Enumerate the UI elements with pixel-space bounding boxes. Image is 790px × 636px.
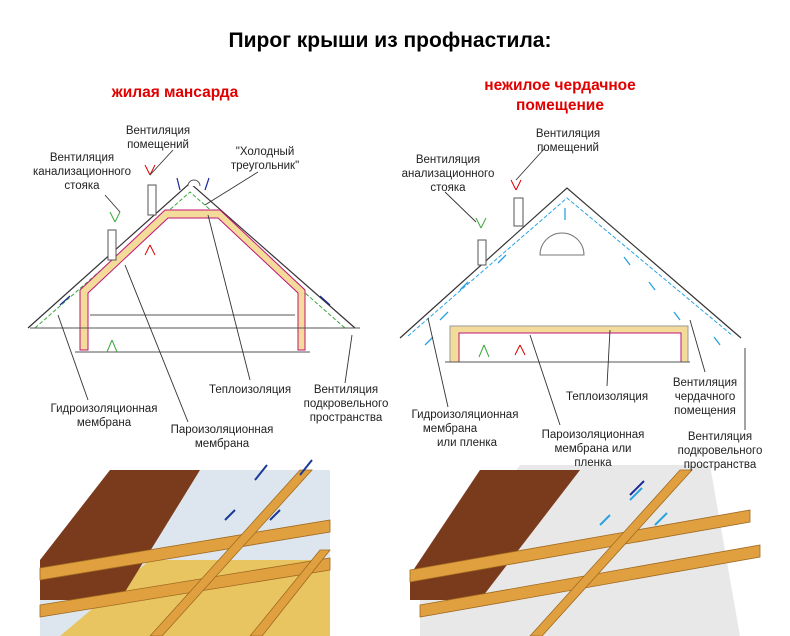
label-cold-triangle-l1: "Холодный	[236, 146, 295, 158]
label-sewer-vent-l2: анализационного	[402, 168, 495, 180]
right-subtitle-line1: нежилое чердачное	[484, 77, 636, 94]
label-attic-vent-l1: Вентиляция	[673, 377, 737, 389]
airflow-arrows	[59, 177, 331, 306]
label-sewer-vent-l3: стояка	[64, 180, 100, 192]
label-attic-vent-l2: чердачного	[675, 391, 735, 403]
label-room-vent-l2: помещений	[537, 142, 599, 154]
label-room-vent-l1: Вентиляция	[126, 125, 190, 137]
label-underroof-vent-l1: Вентиляция	[314, 384, 378, 396]
left-labels: Вентиляция помещений Вентиляция канализа…	[33, 125, 388, 450]
label-underroof-vent-l3: пространства	[684, 459, 757, 471]
label-sewer-vent-l1: Вентиляция	[416, 154, 480, 166]
dormer-vent	[539, 232, 585, 256]
label-cold-triangle-l2: треугольник"	[231, 160, 299, 172]
label-vapor-l2: мембрана или	[555, 443, 632, 455]
label-underroof-vent-l2: подкровельного	[678, 445, 763, 457]
label-waterproof-l1: Гидроизоляционная	[412, 409, 519, 421]
label-vapor-l3: пленка	[574, 457, 612, 469]
label-waterproof-l3: или пленка	[437, 437, 498, 449]
right-subtitle-line2: помещение	[516, 97, 604, 114]
left-roof-cutaway	[39, 459, 331, 636]
label-underroof-vent-l1: Вентиляция	[688, 431, 752, 443]
label-vapor-l1: Пароизоляционная	[542, 429, 645, 441]
label-underroof-vent-l2: подкровельного	[304, 398, 389, 410]
label-sewer-vent-l1: Вентиляция	[50, 152, 114, 164]
right-attic-section	[399, 147, 746, 430]
label-attic-vent-l3: помещения	[674, 405, 736, 417]
label-insulation: Теплоизоляция	[209, 384, 291, 396]
label-sewer-vent-l3: стояка	[430, 182, 466, 194]
vent-pipe	[147, 184, 157, 216]
right-roof-cutaway	[409, 465, 761, 636]
label-room-vent-l1: Вентиляция	[536, 128, 600, 140]
label-vapor-l1: Пароизоляционная	[171, 424, 274, 436]
label-insulation: Теплоизоляция	[566, 391, 648, 403]
label-room-vent-l2: помещений	[127, 139, 189, 151]
label-vapor-l2: мембрана	[195, 438, 250, 450]
left-attic-section	[27, 149, 360, 423]
label-sewer-vent-l2: канализационного	[33, 166, 131, 178]
right-labels: Вентиляция помещений Вентиляция анализац…	[402, 128, 763, 471]
airflow-arrows	[424, 208, 721, 346]
label-underroof-vent-l3: пространства	[310, 412, 383, 424]
sewer-pipe	[107, 229, 117, 261]
label-waterproof-l2: мембрана	[423, 423, 478, 435]
label-waterproof-l1: Гидроизоляционная	[51, 403, 158, 415]
left-subtitle: жилая мансарда	[111, 84, 239, 101]
label-waterproof-l2: мембрана	[77, 417, 132, 429]
diagram-title: Пирог крыши из профнастила:	[229, 29, 552, 52]
